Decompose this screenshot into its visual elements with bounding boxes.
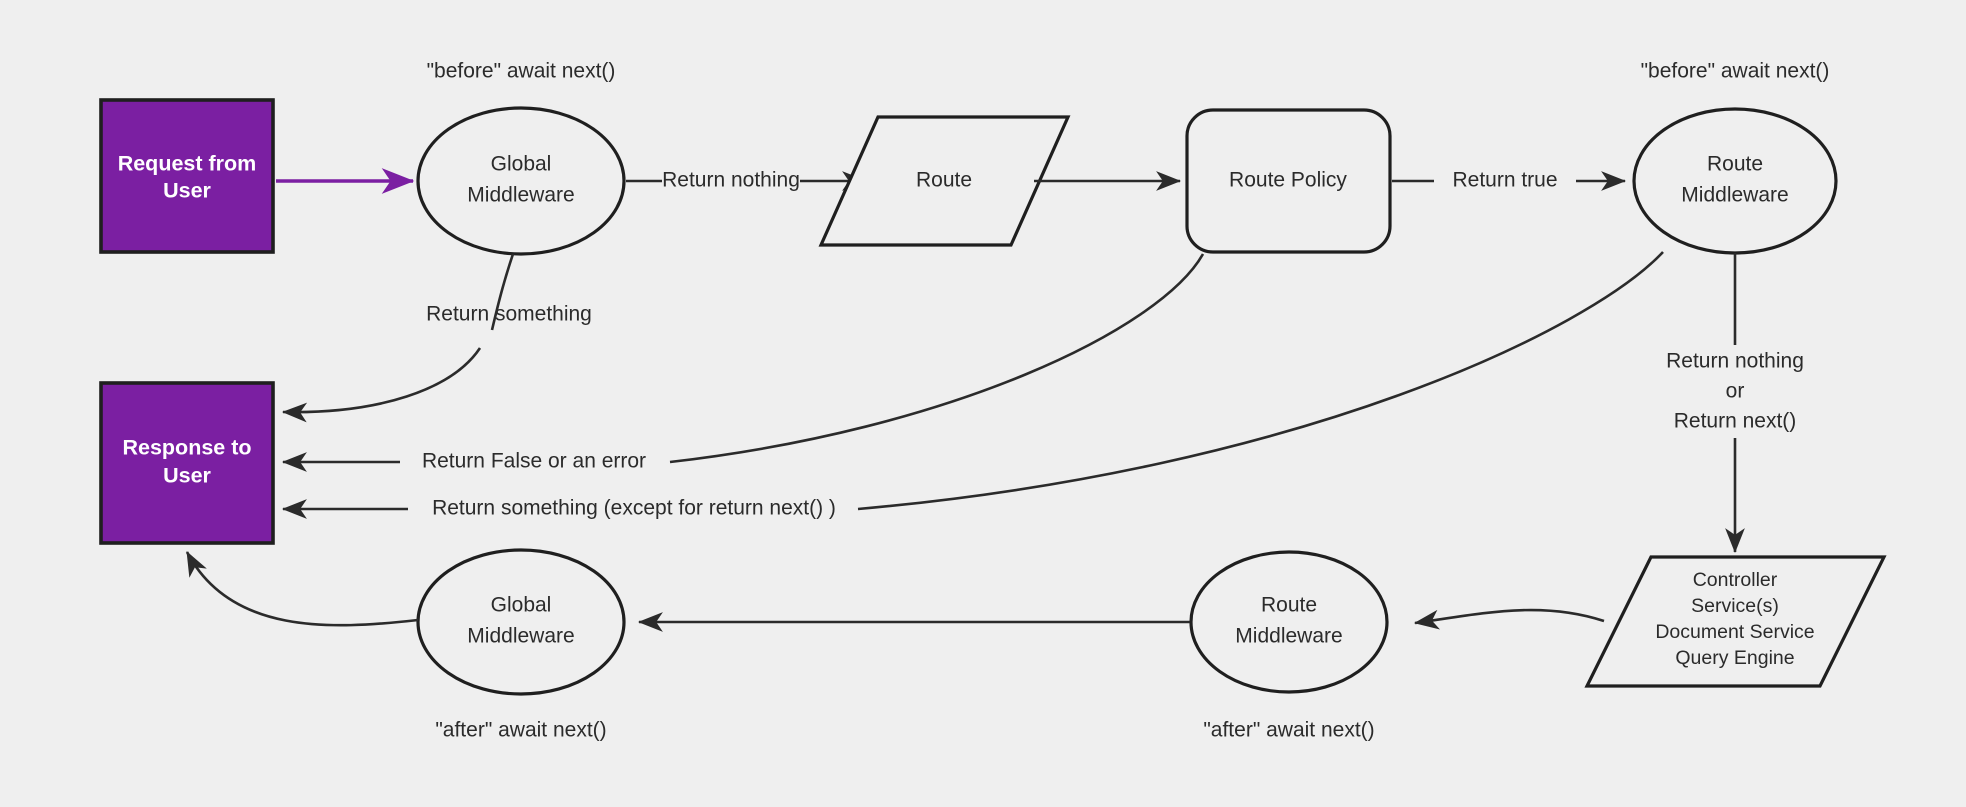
route-middleware-bottom-label-line2: Middleware	[1235, 625, 1342, 648]
request-from-user-label-line1: Request from	[118, 152, 257, 176]
response-to-user-box[interactable]	[99, 381, 275, 545]
route-label: Route	[916, 169, 972, 192]
request-from-user-box[interactable]	[99, 98, 275, 254]
edge-label-return-true: Return true	[1452, 169, 1557, 192]
global-middleware-bottom-ellipse[interactable]	[416, 548, 626, 696]
request-from-user-label-line2: User	[163, 179, 211, 203]
global-middleware-bottom-label-line2: Middleware	[467, 625, 574, 648]
edge-label-route-mw-pass-line2: or	[1726, 380, 1745, 403]
route-middleware-bottom-ellipse[interactable]	[1189, 550, 1389, 694]
global-middleware-top-ellipse[interactable]	[416, 106, 626, 256]
edge-global-middleware-to-response	[185, 551, 419, 627]
edge-policy-return-false-curve	[669, 253, 1205, 464]
edge-label-route-mw-pass-line3: Return next()	[1674, 410, 1797, 433]
route-middleware-bottom-node[interactable]: Route Middleware	[1189, 550, 1389, 694]
annotation-before-route-middleware: "before" await next()	[1641, 60, 1830, 83]
route-middleware-top-label-line1: Route	[1707, 153, 1763, 176]
annotation-after-route-middleware: "after" await next()	[1203, 719, 1374, 742]
handler-label-services: Service(s)	[1691, 595, 1779, 617]
route-policy-box[interactable]	[1185, 108, 1392, 254]
route-middleware-top-ellipse[interactable]	[1632, 107, 1838, 255]
edge-route-mw-return-something-curve	[857, 251, 1664, 511]
edge-label-global-return-something: Return something	[426, 303, 592, 326]
global-middleware-top-label-line2: Middleware	[467, 184, 574, 207]
global-middleware-bottom-node[interactable]: Global Middleware	[416, 548, 626, 696]
global-middleware-bottom-label-line1: Global	[491, 594, 552, 617]
global-middleware-top-label-line1: Global	[491, 153, 552, 176]
route-middleware-bottom-label-line1: Route	[1261, 594, 1317, 617]
edge-global-return-something-upper	[490, 253, 515, 331]
handler-label-controller: Controller	[1693, 569, 1778, 591]
handler-label-query-engine: Query Engine	[1675, 647, 1794, 669]
handler-node[interactable]: Controller Service(s) Document Service Q…	[1584, 555, 1887, 688]
edge-label-route-mw-return-something: Return something (except for return next…	[432, 497, 836, 520]
annotation-before-global-middleware: "before" await next()	[427, 60, 616, 83]
response-to-user-label-line1: Response to	[122, 436, 251, 460]
edge-label-return-nothing: Return nothing	[662, 169, 800, 192]
route-policy-label: Route Policy	[1229, 169, 1347, 192]
handler-parallelogram[interactable]	[1584, 555, 1887, 688]
route-node[interactable]: Route	[818, 115, 1071, 247]
response-to-user-node[interactable]: Response to User	[99, 381, 275, 545]
handler-label-document-service: Document Service	[1655, 621, 1814, 643]
route-parallelogram[interactable]	[818, 115, 1071, 247]
edge-global-return-something-lower	[281, 347, 482, 423]
request-from-user-node[interactable]: Request from User	[99, 98, 275, 254]
route-middleware-top-node[interactable]: Route Middleware	[1632, 107, 1838, 255]
route-middleware-top-label-line2: Middleware	[1681, 184, 1788, 207]
edge-label-route-mw-pass-line1: Return nothing	[1666, 350, 1804, 373]
route-policy-node[interactable]: Route Policy	[1185, 108, 1392, 254]
annotation-after-global-middleware: "after" await next()	[435, 719, 606, 742]
edge-handler-to-route-middleware-bottom	[1413, 608, 1605, 630]
edge-label-return-false-or-error: Return False or an error	[422, 450, 646, 473]
global-middleware-top-node[interactable]: Global Middleware	[416, 106, 626, 256]
response-to-user-label-line2: User	[163, 464, 211, 488]
